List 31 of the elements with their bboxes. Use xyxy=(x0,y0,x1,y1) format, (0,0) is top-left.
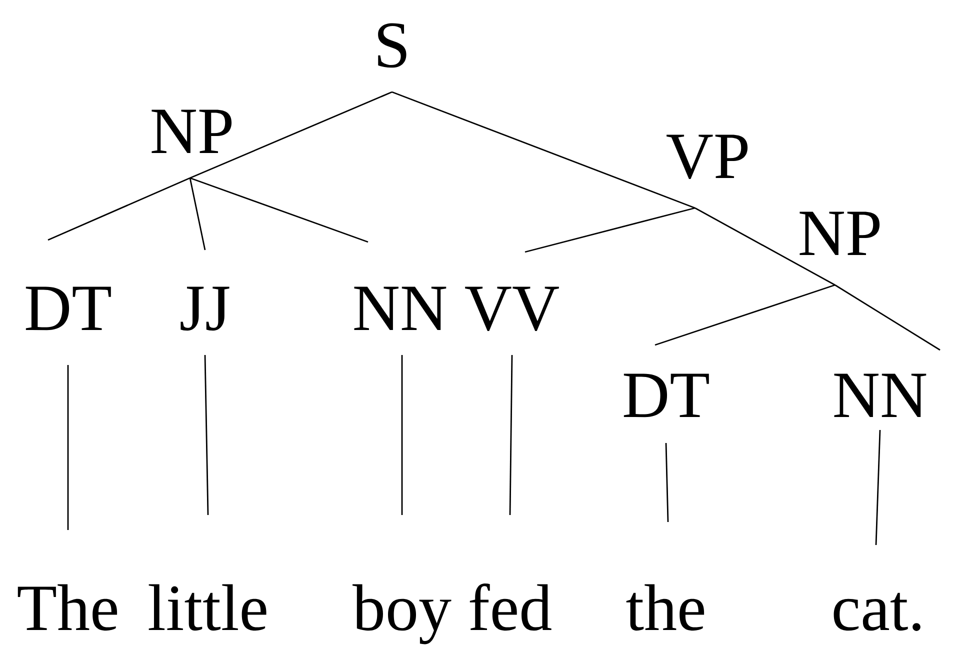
tree-node-label: DT xyxy=(624,374,709,418)
tree-node-label: NN xyxy=(834,374,926,417)
word-label: little xyxy=(148,584,266,631)
tree-node-label: S xyxy=(378,23,406,68)
branch-line xyxy=(67,365,69,530)
branch-line xyxy=(190,177,368,243)
branch-line xyxy=(524,207,696,253)
word-label: fed xyxy=(470,584,552,631)
branch-line xyxy=(48,177,190,241)
branch-line xyxy=(834,284,940,351)
tree-node-label: VV xyxy=(465,286,559,331)
tree-node-label: JJ xyxy=(180,286,230,331)
branch-line xyxy=(665,442,669,522)
branch-line xyxy=(189,178,206,250)
branch-line xyxy=(509,354,513,515)
branch-line xyxy=(401,355,403,515)
word-label: boy xyxy=(352,584,452,644)
branch-line xyxy=(204,354,209,516)
tree-node-label: NP xyxy=(152,110,232,153)
word-label: cat. xyxy=(834,592,920,631)
branch-line xyxy=(694,207,836,286)
tree-node-label: NP xyxy=(800,212,880,255)
tree-node-label: DT xyxy=(26,286,111,330)
branch-line xyxy=(875,430,881,546)
word-label: the xyxy=(626,584,704,631)
tree-node-label: VP xyxy=(666,134,748,179)
branch-line xyxy=(654,284,836,346)
branch-line xyxy=(392,91,696,209)
branch-line xyxy=(190,91,392,179)
tree-node-label: NN xyxy=(354,286,446,330)
word-label: The xyxy=(18,584,118,631)
